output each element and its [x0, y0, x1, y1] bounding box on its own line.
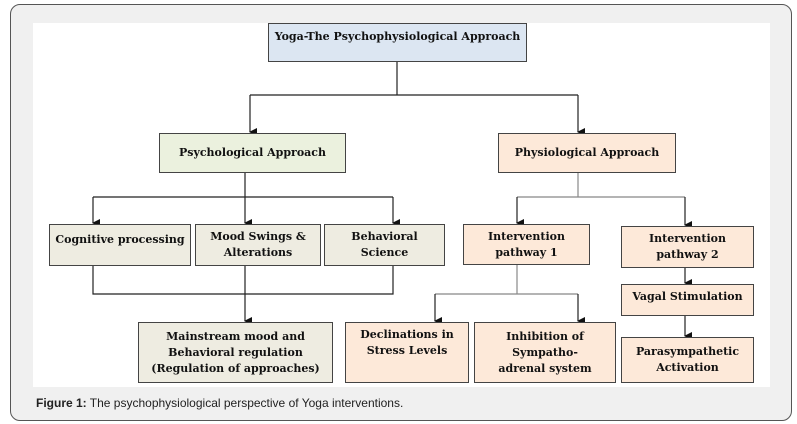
declinations-stress-node: Declinations in Stress Levels	[345, 322, 469, 383]
mood-swings-node: Mood Swings & Alterations	[195, 224, 321, 266]
connector-physio	[517, 173, 685, 198]
connector-title	[250, 62, 578, 96]
intervention-pathway-2-node: Intervention pathway 2	[621, 226, 754, 268]
intervention-pathway-1-node: Intervention pathway 1	[463, 224, 590, 265]
physiological-approach-node: Physiological Approach	[498, 133, 676, 173]
mainstream-regulation-node: Mainstream mood and Behavioral regulatio…	[138, 322, 333, 383]
inhibition-sympatho-adrenal-node: Inhibition of Sympatho-adrenal system	[474, 322, 616, 383]
cognitive-processing-node: Cognitive processing	[49, 224, 191, 266]
connector-pathway1	[435, 265, 578, 295]
connector-merge	[92, 266, 394, 295]
figure-caption: Figure 1: The psychophysiological perspe…	[36, 396, 403, 410]
psychological-approach-node: Psychological Approach	[159, 133, 346, 173]
caption-label: Figure 1:	[36, 396, 87, 410]
caption-text: The psychophysiological perspective of Y…	[86, 396, 404, 410]
parasympathetic-activation-node: Parasympathetic Activation	[621, 337, 754, 383]
title-node: Yoga-The Psychophysiological Approach	[268, 23, 527, 62]
connector-psych	[93, 173, 393, 198]
vagal-stimulation-node: Vagal Stimulation	[621, 284, 754, 316]
behavioral-science-node: Behavioral Science	[324, 224, 445, 266]
